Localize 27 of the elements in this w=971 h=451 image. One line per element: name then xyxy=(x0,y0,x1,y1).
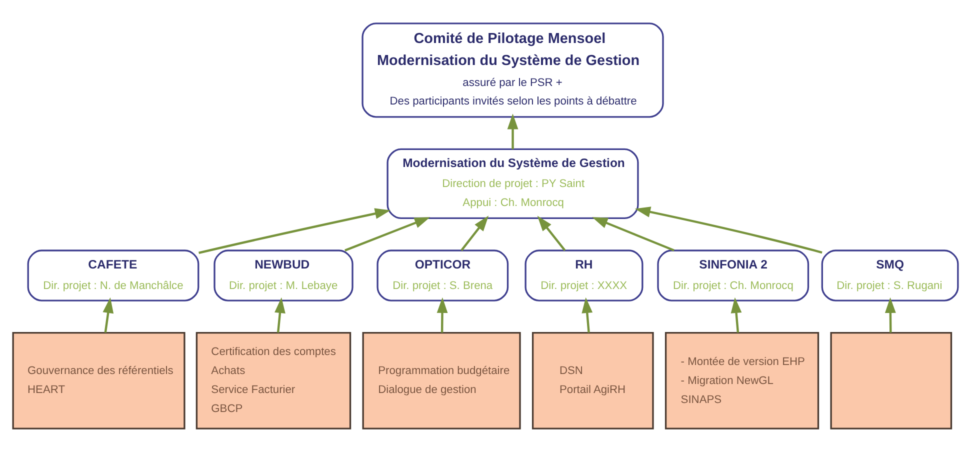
node-box: SINFONIA 2 Dir. projet : Ch. Monrocq xyxy=(657,249,810,301)
arrow xyxy=(198,208,391,254)
arrow xyxy=(884,296,896,332)
node-box: Modernisation du Système de Gestion Direction de projet : PY Saint Appui : Ch. Monrocq xyxy=(386,148,639,219)
arrow xyxy=(730,296,742,332)
arrow xyxy=(592,216,674,251)
arrow xyxy=(344,216,430,251)
node-box: NEWBUD Dir. projet : M. Lebaye xyxy=(214,249,354,301)
arrow xyxy=(274,296,286,332)
arrow xyxy=(507,113,518,149)
arrow xyxy=(537,215,566,251)
arrow xyxy=(634,206,822,254)
node-box: DSN Portail AgiRH xyxy=(532,332,654,429)
node-box xyxy=(830,332,952,429)
node-box: - Montée de version EHP - Migration NewGL SINAPS xyxy=(664,332,820,429)
arrow xyxy=(460,215,489,251)
arrow xyxy=(582,296,593,332)
arrow xyxy=(436,296,448,332)
node-box: CAFETE Dir. projet : N. de Manchâlce xyxy=(27,249,200,301)
node-box: Comité de Pilotage Mensoel Modernisation du Système de Gestion assuré par le PSR + Des participants invités selon les points à débattre xyxy=(362,22,664,118)
node-box: SMQ Dir. projet : S. Rugani xyxy=(821,249,959,301)
node-box: Programmation budgétaire Dialogue de gestion xyxy=(362,332,521,429)
arrow xyxy=(102,296,114,332)
node-box: Certification des comptes Achats Service Facturier GBCP xyxy=(196,332,352,429)
node-box: Gouvernance des référentiels HEART xyxy=(12,332,186,429)
node-box: RH Dir. projet : XXXX xyxy=(524,249,644,301)
node-box: OPTICOR Dir. projet : S. Brena xyxy=(376,249,509,301)
